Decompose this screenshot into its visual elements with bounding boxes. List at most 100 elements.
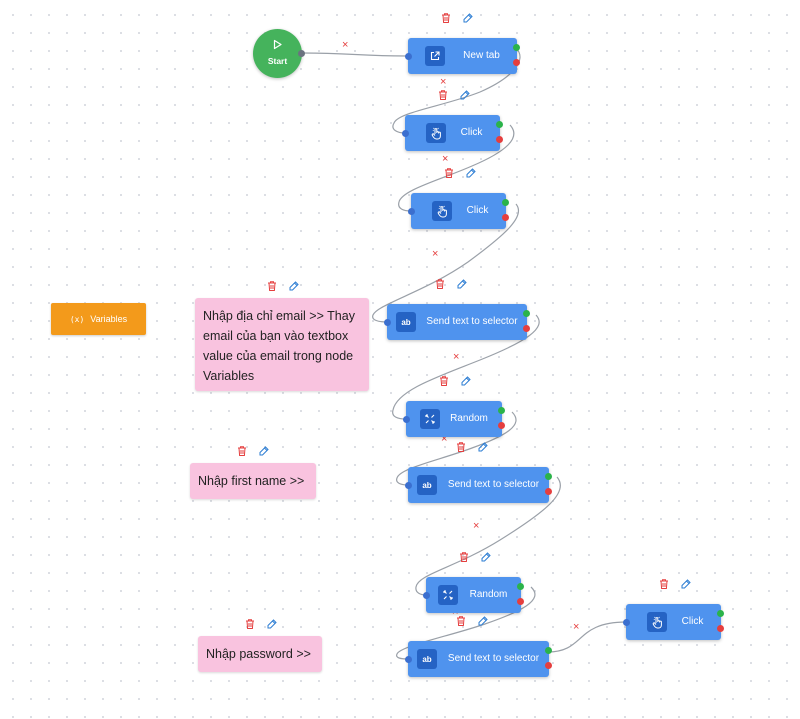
external-link-icon	[425, 46, 445, 66]
edit-icon[interactable]	[456, 277, 468, 289]
send-text-node[interactable]: ab Send text to selector	[405, 442, 552, 503]
click-node[interactable]: Click	[408, 168, 509, 229]
edge-send3-click3	[547, 621, 627, 653]
text-input-icon: ab	[417, 475, 437, 495]
new-tab-node[interactable]: New tab	[405, 13, 520, 74]
random-node[interactable]: Random	[403, 376, 505, 437]
edge-delete-button[interactable]: ×	[342, 39, 349, 51]
input-handle[interactable]	[384, 319, 391, 326]
node-label: Click	[681, 616, 704, 627]
error-output-handle[interactable]	[517, 598, 524, 605]
start-output-handle[interactable]	[298, 50, 305, 57]
edit-icon[interactable]	[460, 374, 472, 386]
edit-icon[interactable]	[680, 577, 692, 589]
edit-icon[interactable]	[258, 443, 270, 456]
trash-icon[interactable]	[266, 278, 278, 291]
success-output-handle[interactable]	[517, 583, 524, 590]
variable-icon: (x)	[69, 315, 85, 324]
edit-icon[interactable]	[480, 550, 492, 562]
pointer-hand-icon	[426, 123, 446, 143]
random-node[interactable]: Random	[423, 552, 524, 613]
note-text: Nhập password >>	[206, 647, 311, 661]
input-handle[interactable]	[423, 592, 430, 599]
note-first-name[interactable]: Nhập first name >>	[190, 446, 316, 499]
success-output-handle[interactable]	[545, 647, 552, 654]
input-handle[interactable]	[402, 130, 409, 137]
edge-delete-button[interactable]: ×	[573, 621, 580, 633]
success-output-handle[interactable]	[717, 610, 724, 617]
error-output-handle[interactable]	[545, 488, 552, 495]
pointer-hand-icon	[647, 612, 667, 632]
edge-delete-button[interactable]: ×	[473, 520, 480, 532]
trash-icon[interactable]	[434, 277, 446, 289]
node-label: New tab	[463, 50, 500, 61]
error-output-handle[interactable]	[545, 662, 552, 669]
click-node[interactable]: Click	[402, 90, 503, 151]
edge-delete-button[interactable]: ×	[453, 351, 460, 363]
input-handle[interactable]	[405, 53, 412, 60]
send-text-node[interactable]: ab Send text to selector	[384, 279, 530, 340]
edit-icon[interactable]	[266, 616, 278, 629]
pointer-hand-icon	[432, 201, 452, 221]
note-email[interactable]: Nhập địa chỉ email >> Thay email của bạn…	[195, 281, 369, 391]
error-output-handle[interactable]	[496, 136, 503, 143]
shuffle-icon	[438, 585, 458, 605]
start-label: Start	[267, 56, 288, 66]
trash-icon[interactable]	[443, 166, 455, 178]
node-label: Send text to selector	[447, 653, 540, 664]
start-node[interactable]: Start	[253, 29, 305, 78]
success-output-handle[interactable]	[513, 44, 520, 51]
input-handle[interactable]	[408, 208, 415, 215]
input-handle[interactable]	[405, 482, 412, 489]
edge-delete-button[interactable]: ×	[432, 248, 439, 260]
edge-delete-button[interactable]: ×	[442, 153, 449, 165]
trash-icon[interactable]	[244, 616, 256, 629]
trash-icon[interactable]	[658, 577, 670, 589]
trash-icon[interactable]	[440, 11, 452, 23]
error-output-handle[interactable]	[717, 625, 724, 632]
edge-delete-button[interactable]: ×	[441, 433, 448, 445]
success-output-handle[interactable]	[545, 473, 552, 480]
note-password[interactable]: Nhập password >>	[198, 619, 322, 672]
edit-icon[interactable]	[288, 278, 300, 291]
click-node[interactable]: Click	[623, 579, 724, 640]
trash-icon[interactable]	[437, 88, 449, 100]
input-handle[interactable]	[405, 656, 412, 663]
input-handle[interactable]	[403, 416, 410, 423]
variables-label: Variables	[90, 314, 128, 324]
error-output-handle[interactable]	[523, 325, 530, 332]
edit-icon[interactable]	[462, 11, 474, 23]
node-label: Send text to selector	[426, 316, 518, 327]
success-output-handle[interactable]	[523, 310, 530, 317]
trash-icon[interactable]	[458, 550, 470, 562]
trash-icon[interactable]	[438, 374, 450, 386]
edge-start-newtab	[301, 52, 408, 57]
trash-icon[interactable]	[455, 440, 467, 452]
error-output-handle[interactable]	[502, 214, 509, 221]
edge-delete-button[interactable]: ×	[440, 76, 447, 88]
edit-icon[interactable]	[477, 614, 489, 626]
error-output-handle[interactable]	[513, 59, 520, 66]
trash-icon[interactable]	[236, 443, 248, 456]
input-handle[interactable]	[623, 619, 630, 626]
success-output-handle[interactable]	[498, 407, 505, 414]
text-input-icon: ab	[417, 649, 437, 669]
node-label: Click	[460, 127, 483, 138]
edit-icon[interactable]	[477, 440, 489, 452]
success-output-handle[interactable]	[496, 121, 503, 128]
edit-icon[interactable]	[465, 166, 477, 178]
send-text-node[interactable]: ab Send text to selector	[405, 616, 552, 677]
text-input-icon: ab	[396, 312, 416, 332]
node-label: Click	[466, 205, 489, 216]
success-output-handle[interactable]	[502, 199, 509, 206]
error-output-handle[interactable]	[498, 422, 505, 429]
trash-icon[interactable]	[455, 614, 467, 626]
edit-icon[interactable]	[459, 88, 471, 100]
node-label: Random	[469, 589, 508, 600]
note-text: Nhập first name >>	[198, 474, 305, 488]
variables-node[interactable]: (x) Variables	[51, 303, 146, 335]
play-icon	[273, 39, 282, 50]
node-label: Random	[450, 413, 488, 424]
node-label: Send text to selector	[447, 479, 540, 490]
shuffle-icon	[420, 409, 440, 429]
